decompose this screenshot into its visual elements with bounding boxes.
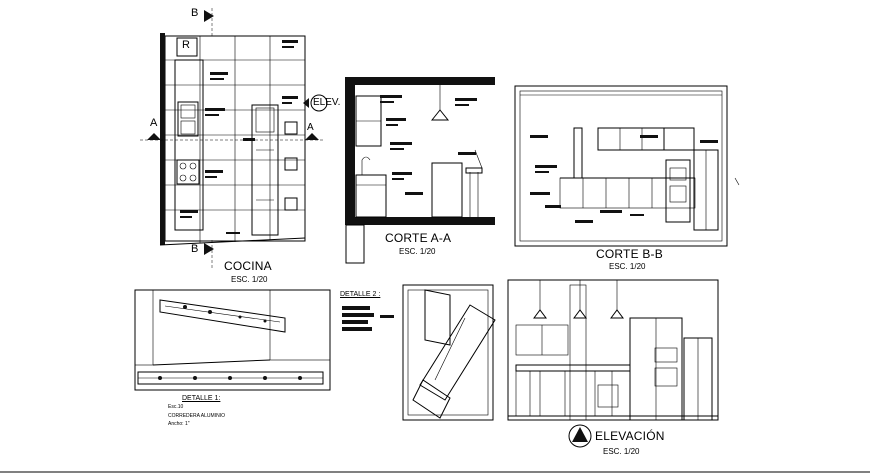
section-aa-drawing [345,77,495,264]
elevation-title: ELEVACIÓN [595,429,665,443]
cut-b-bottom-label: B [191,243,199,255]
detail-1-note-2: Ancho: 1" [168,421,190,427]
kitchen-plan [140,8,328,268]
detail-1-title: DETALLE 1: [182,395,221,402]
section-aa-title: CORTE A-A [385,231,452,245]
detail-1-note-1: CORREDERA ALUMINIO [168,413,225,419]
detail-2-drawing [342,284,496,421]
kitchen-plan-title: COCINA [224,259,272,273]
section-bb-title: CORTE B-B [596,247,663,261]
elevation-drawing [507,279,719,448]
room-tag-label: R [182,39,190,51]
elevation-scale: ESC. 1/20 [603,447,640,456]
detail-2-title: DETALLE 2 : [340,291,381,298]
elev-marker-label: ELEV. [313,97,341,108]
detail-1-drawing [134,289,331,391]
kitchen-plan-scale: ESC. 1/20 [231,275,268,284]
detail-1-scale: Esc.10 [168,404,184,410]
section-bb-scale: ESC. 1/20 [609,262,646,271]
cut-b-top-label: B [191,7,199,19]
section-bb-drawing [514,85,728,247]
section-aa-scale: ESC. 1/20 [399,247,436,256]
cut-a-right-label: A [307,122,314,133]
cut-a-left-label: A [150,117,158,129]
